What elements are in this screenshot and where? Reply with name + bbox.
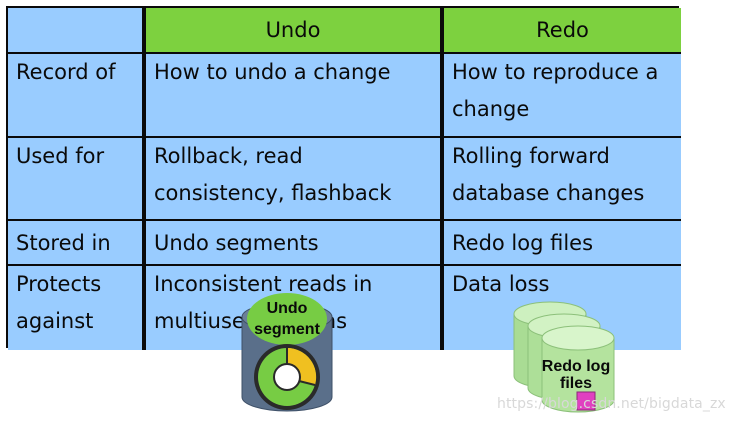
header-redo: Redo <box>444 8 681 54</box>
redo-log-label-line2: files <box>560 375 592 392</box>
undo-segment-cylinder-icon: Undo segment <box>241 293 333 412</box>
row-label-stored-in: Stored in <box>8 221 146 266</box>
redo-stored-in: Redo log files <box>444 221 681 266</box>
row-label-used-for: Used for <box>8 138 146 221</box>
row-label-protects-against: Protects against <box>8 266 146 350</box>
undo-segment-label-line1: Undo <box>267 300 308 317</box>
redo-accent-square <box>576 391 596 411</box>
undo-segment-label-line2: segment <box>254 321 320 338</box>
redo-used-for: Rolling forward database changes <box>444 138 681 221</box>
redo-log-label-line1: Redo log <box>542 358 610 375</box>
undo-stored-in: Undo segments <box>146 221 444 266</box>
watermark-text: https://blog.csdn.net/bigdata_zx <box>497 396 726 412</box>
header-undo: Undo <box>146 8 444 54</box>
header-empty-cell <box>8 8 146 54</box>
row-label-record-of: Record of <box>8 54 146 138</box>
redo-log-files-cylinders-icon: Redo log files <box>513 301 615 413</box>
undo-record-of: How to undo a change <box>146 54 444 138</box>
redo-record-of: How to reproduce a change <box>444 54 681 138</box>
undo-used-for: Rollback, read consistency, flashback <box>146 138 444 221</box>
undo-redo-comparison-table: Undo Redo Record of How to undo a change… <box>6 6 681 350</box>
